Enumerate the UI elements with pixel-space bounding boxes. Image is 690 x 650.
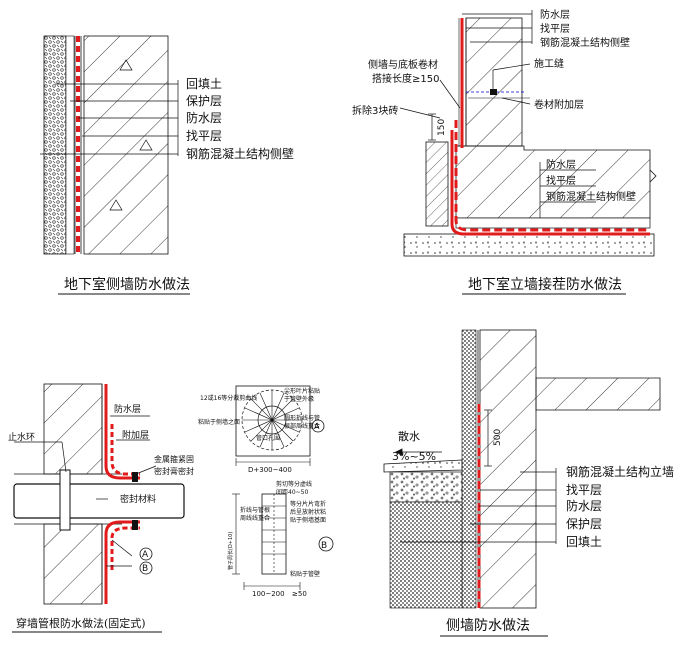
d2-bottom-label-2: 找平层 (546, 174, 576, 187)
d4-label-leveling: 找平层 (566, 483, 602, 497)
da-dim: D+300~400 (248, 466, 292, 474)
d3-wall-upper (43, 383, 103, 475)
da-note-1: 12或16等分裁剪曲线 (200, 394, 257, 402)
d4-dim-500: 500 (493, 429, 503, 446)
d2-overlap-label-1: 侧墙与底板卷材 (368, 58, 438, 71)
d4-backfill (389, 501, 463, 609)
diagram-3-title: 穿墙管根防水做法(固定式) (16, 616, 146, 630)
d1-label-waterproof: 防水层 (186, 110, 222, 125)
d3-callout-a: A (142, 550, 149, 560)
d2-bottom-label-1: 防水层 (546, 158, 576, 171)
db-note-2b: 周线线重合 (240, 514, 270, 522)
da-note-4b: 根部周线重合 (284, 422, 320, 430)
d4-slope-value: 3%~5% (392, 450, 436, 463)
d4-gravel-layer (389, 471, 463, 503)
d3-stop-ring-label: 止水环 (8, 431, 35, 443)
upper-wall (465, 17, 523, 147)
d3-wall-lower (43, 523, 103, 605)
d2-top-label-2: 找平层 (540, 22, 570, 35)
d4-wall (479, 329, 537, 609)
db-note-2a: 折线与管根 (240, 506, 270, 514)
db-note-4: 粘贴于管壁 (290, 570, 320, 578)
d2-top-label-1: 防水层 (540, 8, 570, 21)
d4-label-backfill: 回填土 (566, 535, 602, 549)
db-dim-right: ≥50 (292, 590, 307, 598)
d2-waterproof-lines (450, 18, 650, 236)
d2-top-label-3: 钢筋混凝土结构侧壁 (540, 36, 630, 49)
d3-seal-label: 密封材料 (120, 493, 156, 505)
callout-b-circle (139, 561, 153, 575)
detail-b: 剪切等分虚线 间距40~50 折线与管根 周线线重合 等分片片弯折 后呈放射状粘… (227, 480, 334, 598)
diagram-2-joint: 150 防水层 找平层 钢筋混凝土结构侧壁 侧墙与底板卷材 搭接长度≥150 施… (352, 8, 657, 295)
d3-additional-label: 附加层 (122, 429, 149, 441)
stop-ring (59, 469, 71, 531)
d1-label-protective: 保护层 (186, 94, 222, 108)
d2-bottom-label-3: 钢筋混凝土结构侧壁 (546, 190, 636, 203)
diagram-3-pipe: 防水层 止水环 附加层 金属箍紧固 密封膏密封 密封材料 A B 穿墙管根防水做… (8, 383, 334, 633)
diagram-1-title: 地下室侧墙防水做法 (64, 276, 190, 293)
db-note-1a: 剪切等分虚线 (276, 480, 312, 488)
d2-additional-label: 卷材附加层 (534, 98, 584, 111)
da-note-2b: 于管壁外缘 (284, 395, 314, 403)
d2-joint-label: 施工缝 (534, 57, 564, 70)
db-note-1b: 间距40~50 (276, 488, 308, 496)
d4-leaders (400, 468, 557, 544)
d3-waterproof-label: 防水层 (114, 403, 141, 415)
detail-a: 12或16等分裁剪曲线 尖形叶片粘贴 于管壁外缘 粘贴于侧墙之面 圆形折线与管 … (198, 385, 325, 474)
concrete-base (403, 233, 655, 257)
pipe-body (13, 483, 185, 519)
diagram-2-title: 地下室立墙接茬防水做法 (468, 276, 622, 293)
d4-label-concrete: 钢筋混凝土结构立墙 (566, 464, 674, 479)
d4-label-protective: 保护层 (566, 517, 602, 531)
da-note-4a: 圆形折线与管 (284, 414, 320, 422)
da-note-3: 粘贴于侧墙之面 (198, 418, 240, 426)
d2-remove-label: 拆除3块砖 (352, 104, 398, 117)
protective-layer (65, 35, 75, 255)
d4-label-waterproof: 防水层 (566, 498, 602, 513)
da-note-5: 管口孔围 (256, 434, 280, 442)
db-callout: B (321, 541, 327, 551)
concrete-wall (83, 35, 169, 255)
d2-overlap-label-2: 搭接长度≥150 (372, 72, 439, 85)
d3-clamp-label-2: 密封膏密封 (154, 466, 194, 476)
diagram-1-leaders (40, 80, 179, 156)
d3-clamp-label-1: 金属箍紧固 (154, 454, 194, 464)
diagram-1-sidewall: 回填土 保护层 防水层 找平层 钢筋混凝土结构侧壁 地下室侧墙防水做法 (40, 35, 294, 295)
db-dim-bottom: 100~200 (252, 590, 285, 598)
da-callout: A (314, 422, 320, 431)
db-note-3b: 后呈放射状粘 (290, 508, 326, 516)
d3-waterproof-lines (104, 384, 140, 604)
diagram-4-title: 侧墙防水做法 (446, 618, 530, 634)
db-note-3a: 等分片片弯折 (290, 500, 326, 508)
d1-label-backfill: 回填土 (186, 77, 222, 91)
d4-protective-strip (461, 329, 477, 609)
da-note-2a: 尖形叶片粘贴 (284, 387, 320, 395)
backfill-soil (43, 35, 67, 255)
brick-wall (425, 141, 449, 227)
diagram-4-sidewall: 500 散水 3%~5% 钢筋混凝土结构立墙 找平层 防水层 保护层 回填土 侧… (383, 329, 674, 637)
d1-label-leveling: 找平层 (186, 129, 222, 143)
callout-a-circle (139, 547, 153, 561)
db-note-3c: 贴于侧墙基面 (290, 516, 326, 524)
d2-dim-150: 150 (437, 119, 447, 136)
d4-slope-label: 散水 (398, 429, 420, 443)
d3-callout-b: B (142, 564, 148, 574)
db-dim-left: 管子周长(D+10) (227, 532, 234, 570)
d1-label-concrete: 钢筋混凝土结构侧壁 (186, 146, 294, 161)
